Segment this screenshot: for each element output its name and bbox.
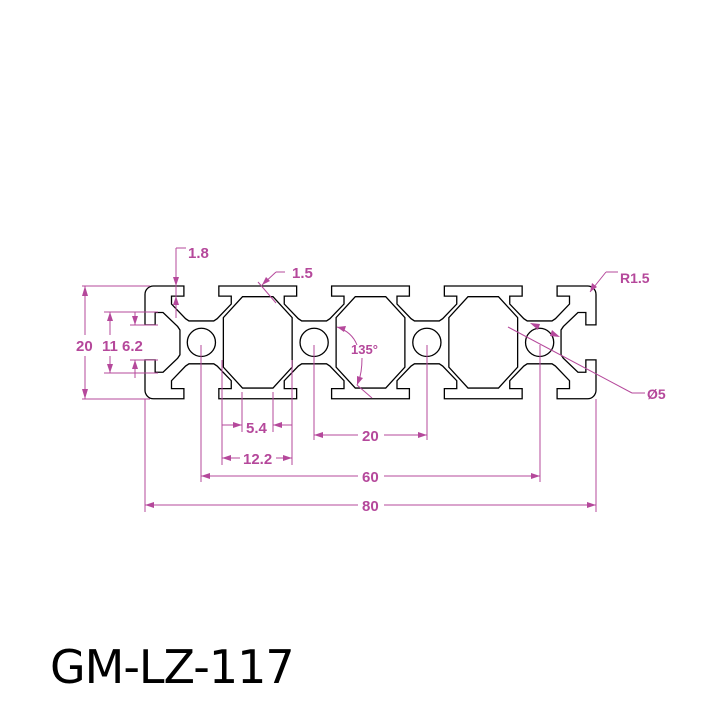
dim-cavity-width-label: 12.2 bbox=[243, 451, 272, 468]
dim-hole-span-label: 60 bbox=[362, 469, 379, 486]
part-number-title: GM-LZ-117 bbox=[50, 640, 295, 694]
dim-hole-label: Ø5 bbox=[647, 386, 666, 402]
dimension-arrows bbox=[82, 277, 597, 508]
dim-pitch-label: 20 bbox=[362, 428, 379, 445]
dim-radius-label: R1.5 bbox=[620, 270, 650, 286]
cavity bbox=[223, 297, 292, 388]
dim-inner-slot-label: 11 bbox=[102, 338, 118, 355]
dim-chamfer-label: 1.5 bbox=[292, 265, 313, 282]
dim-cavity-flat-label: 5.4 bbox=[246, 420, 268, 437]
profile-cavities bbox=[223, 297, 517, 388]
profile-outline bbox=[145, 286, 596, 399]
dim-total-width-label: 80 bbox=[362, 498, 379, 515]
dim-angle-label: 135° bbox=[351, 342, 378, 357]
dim-height-label: 20 bbox=[76, 338, 93, 355]
cavity bbox=[449, 297, 518, 388]
dim-wall-label: 1.8 bbox=[188, 245, 209, 262]
cavity bbox=[336, 297, 405, 388]
dimension-lines bbox=[84, 271, 645, 506]
dim-slot-opening-label: 6.2 bbox=[122, 338, 143, 355]
extension-lines bbox=[82, 247, 597, 512]
